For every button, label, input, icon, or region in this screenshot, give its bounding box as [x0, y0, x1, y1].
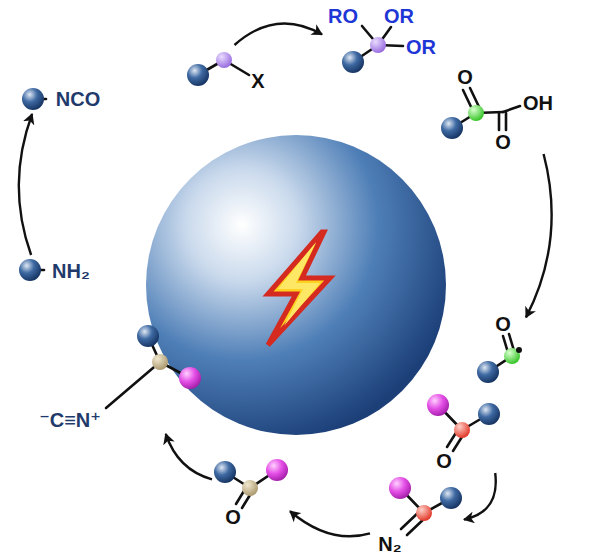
molecule: O [425, 392, 503, 473]
reaction-arrow [526, 154, 552, 317]
molecule: N₂ [370, 475, 464, 556]
atom-label: O [225, 507, 241, 527]
sphere [146, 135, 446, 435]
molecule: NCO [18, 84, 112, 114]
atom-label: N₂ [378, 534, 401, 554]
atom-label: OH [523, 93, 553, 113]
bonds [30, 26, 520, 535]
atom-label: ⁻C≡N⁺ [39, 410, 101, 430]
lightning-bolt [268, 232, 330, 345]
atom-label: O [495, 314, 511, 334]
reaction-arrow [235, 23, 323, 45]
atom-label: O [436, 451, 452, 471]
reaction-arrow [464, 473, 496, 520]
molecule: O [474, 310, 526, 384]
atom-label: RO [328, 6, 358, 26]
atom-label: NH₂ [52, 261, 90, 281]
atom-label: X [251, 71, 264, 91]
molecule: ⁻C≡N⁺ [30, 322, 204, 434]
atom-label: OR [384, 6, 414, 26]
reaction-arrow [166, 434, 212, 479]
atom-label: OR [406, 37, 436, 57]
balls [19, 37, 522, 521]
bolt-highlight [278, 242, 320, 326]
atom-label: NCO [56, 89, 100, 109]
atom-label: O [495, 132, 511, 152]
reaction-arrow [19, 114, 32, 255]
molecule: NH₂ [16, 255, 100, 285]
atom-label: O [457, 67, 473, 87]
molecule: O OH O [438, 62, 558, 154]
molecule: X [185, 45, 275, 95]
reaction-arrow [290, 511, 370, 536]
molecule: O [212, 458, 290, 529]
molecule: RO OR OR [322, 2, 438, 74]
